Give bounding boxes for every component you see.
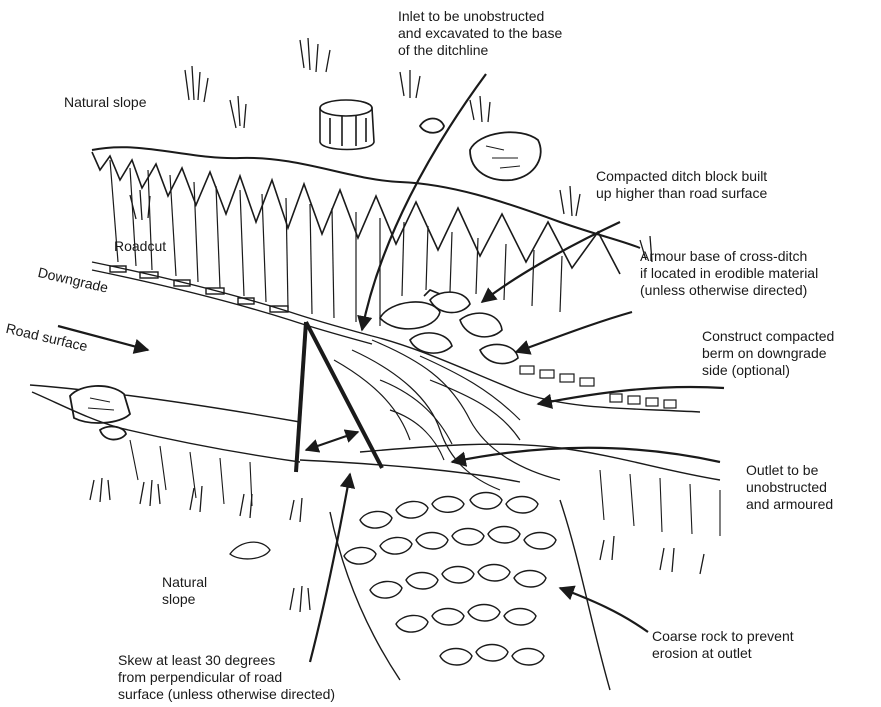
leader-arrows bbox=[58, 74, 724, 662]
berm-label: Construct compacted berm on downgrade si… bbox=[702, 328, 834, 379]
arrow-skew bbox=[310, 474, 350, 662]
tree-stump bbox=[320, 100, 374, 150]
outlet-label: Outlet to be unobstructed and armoured bbox=[746, 462, 833, 513]
ditch-block-rocks bbox=[380, 290, 518, 364]
ditchline bbox=[92, 262, 372, 344]
grass-top bbox=[130, 38, 652, 262]
arrow-armour-base bbox=[516, 312, 632, 352]
natural-slope-top-label: Natural slope bbox=[64, 94, 147, 111]
arrow-outlet bbox=[452, 448, 720, 462]
natural-slope-bottom-label: Natural slope bbox=[162, 574, 207, 608]
roadcut-face bbox=[110, 160, 562, 326]
ditch-block-label: Compacted ditch block built up higher th… bbox=[596, 168, 767, 202]
skew-label: Skew at least 30 degrees from perpendicu… bbox=[118, 652, 335, 703]
skew-angle-arrow bbox=[306, 432, 358, 450]
boulder bbox=[420, 119, 541, 181]
left-bank bbox=[32, 386, 300, 462]
lower-bank bbox=[130, 440, 720, 536]
armour-base-label: Armour base of cross-ditch if located in… bbox=[640, 248, 818, 299]
roadcut-label: Roadcut bbox=[114, 238, 166, 255]
berm-blocks bbox=[520, 366, 676, 408]
arrow-coarse-rock bbox=[560, 588, 648, 632]
inlet-label: Inlet to be unobstructed and excavated t… bbox=[398, 8, 562, 59]
coarse-rock-label: Coarse rock to prevent erosion at outlet bbox=[652, 628, 794, 662]
